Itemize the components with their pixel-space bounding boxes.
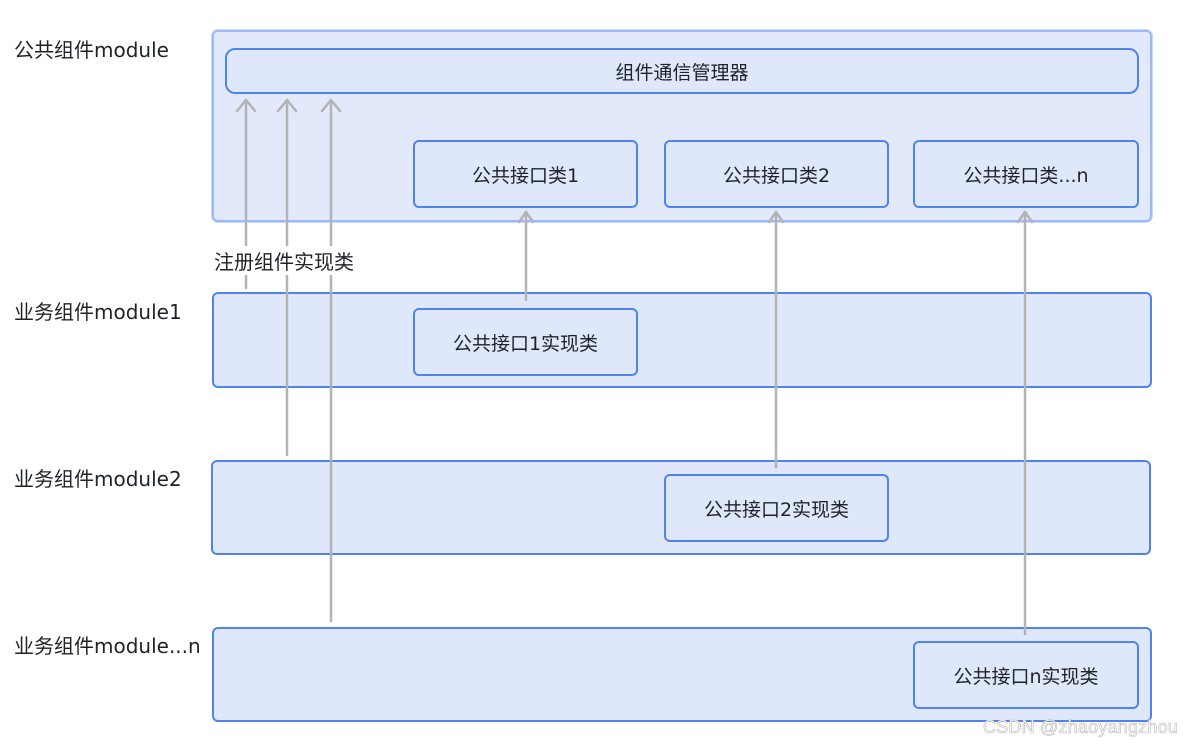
public-interface-class-2: 公共接口类2 bbox=[664, 140, 889, 208]
public-interface-2-impl: 公共接口2实现类 bbox=[664, 474, 889, 542]
public-interface-n-impl: 公共接口n实现类 bbox=[913, 641, 1139, 709]
register-arrow-modulen bbox=[320, 98, 342, 623]
business-module1-label: 业务组件module1 bbox=[14, 300, 182, 324]
business-modulen-label: 业务组件module...n bbox=[14, 634, 201, 658]
impl-arrow-1 bbox=[517, 210, 535, 302]
component-communication-manager: 组件通信管理器 bbox=[225, 48, 1139, 94]
register-arrow-module2 bbox=[276, 98, 298, 457]
public-interface-class-1: 公共接口类1 bbox=[413, 140, 638, 208]
register-implementation-label: 注册组件实现类 bbox=[212, 246, 356, 275]
impl-arrow-2 bbox=[767, 210, 785, 469]
watermark: CSDN @zhaoyangzhou bbox=[983, 717, 1178, 738]
public-interface-1-impl: 公共接口1实现类 bbox=[413, 308, 638, 376]
common-module-label: 公共组件module bbox=[14, 38, 169, 62]
business-module2-label: 业务组件module2 bbox=[14, 467, 182, 491]
business-module1-container bbox=[212, 292, 1152, 388]
impl-arrow-n bbox=[1016, 210, 1034, 636]
public-interface-class-n: 公共接口类...n bbox=[913, 140, 1139, 208]
